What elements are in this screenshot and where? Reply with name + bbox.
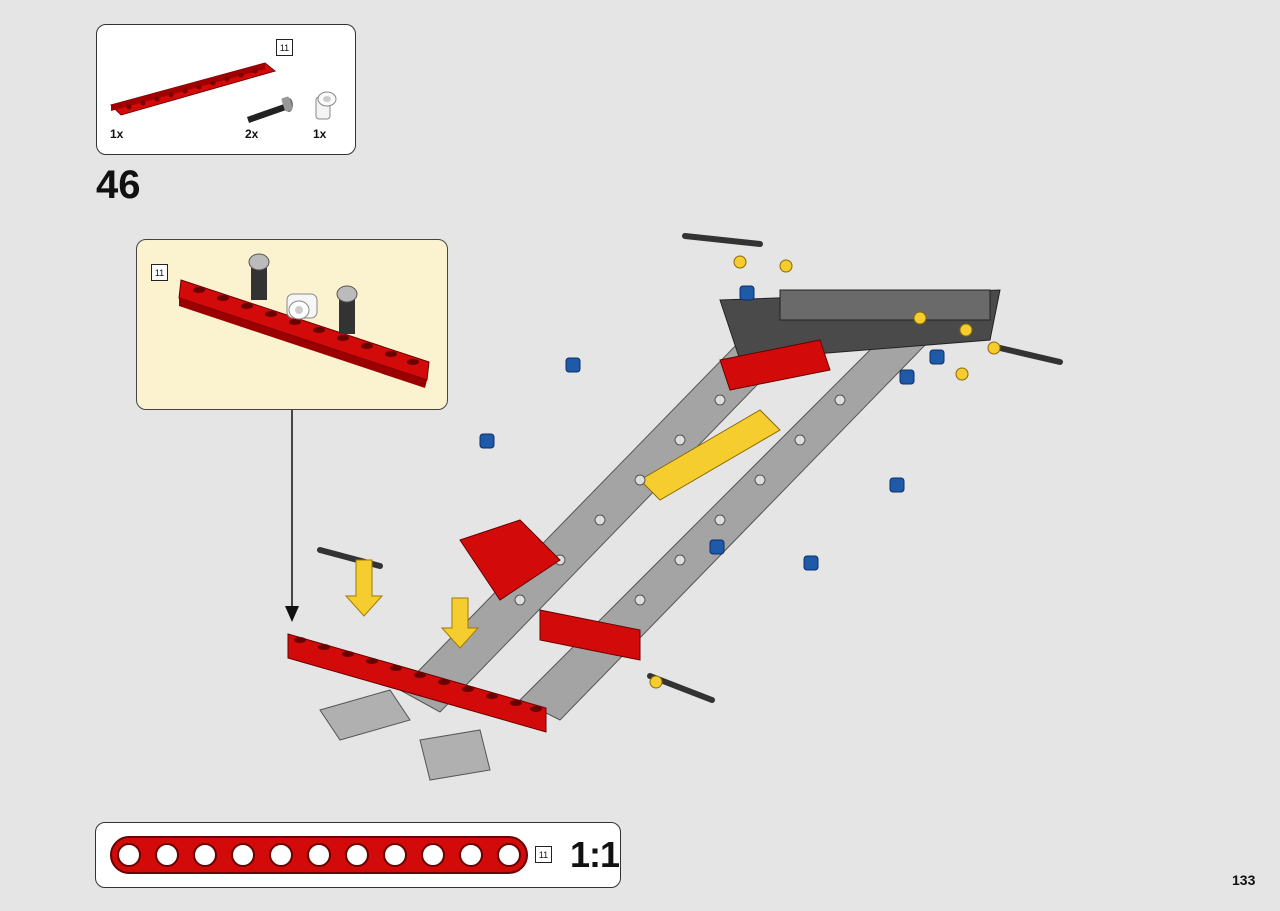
page-number: 133 xyxy=(1232,872,1256,888)
part-count-beam: 1x xyxy=(110,127,124,141)
subassembly-callout: 11 xyxy=(136,239,448,410)
insert-arrows xyxy=(344,559,480,649)
chassis-frame xyxy=(399,289,1001,721)
part-angle-connector-icon xyxy=(315,91,337,120)
subassembly-length-badge: 11 xyxy=(151,264,168,281)
subassembly-connector-icon xyxy=(286,293,318,320)
scale-ruler-panel: 11 xyxy=(95,822,621,888)
red-body-panels xyxy=(459,339,831,661)
part-count-connector: 1x xyxy=(313,127,327,141)
front-red-beam xyxy=(287,633,547,733)
step-number: 46 xyxy=(96,163,141,207)
part-length-badge: 11 xyxy=(276,39,293,56)
yellow-bushes xyxy=(649,255,1001,689)
ruler-length-badge: 11 xyxy=(535,846,552,863)
scale-label: 1:1 xyxy=(570,834,620,875)
subassembly-beam-icon xyxy=(178,279,430,388)
callout-arrow xyxy=(285,410,299,622)
steering-links xyxy=(319,689,491,781)
parts-illustration xyxy=(110,62,337,123)
subassembly-illustration xyxy=(178,253,430,388)
part-beam-11-icon xyxy=(110,62,277,116)
ruler-beam-illustration xyxy=(110,836,528,874)
blue-pins xyxy=(479,285,945,571)
part-count-axle-pin: 2x xyxy=(245,127,259,141)
part-axle-pin-icon xyxy=(247,96,293,123)
subassembly-pin-icon xyxy=(248,253,358,334)
parts-list-panel: 11 1x 2x 1x xyxy=(96,24,356,155)
